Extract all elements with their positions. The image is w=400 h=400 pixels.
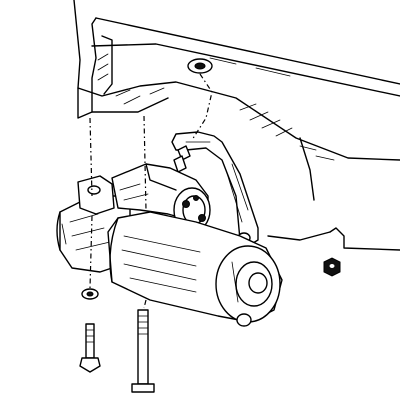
short-mounting-bolt	[79, 323, 101, 373]
bolt-alignment-lines	[89, 115, 147, 309]
engine-block-housing	[73, 0, 400, 251]
hex-nut	[323, 257, 341, 277]
mounting-boss	[187, 58, 213, 74]
long-mounting-bolt	[131, 309, 155, 393]
starter-motor	[56, 163, 283, 327]
washer	[81, 288, 99, 300]
bracket-bolt	[173, 73, 213, 173]
housing-shading	[97, 53, 335, 161]
